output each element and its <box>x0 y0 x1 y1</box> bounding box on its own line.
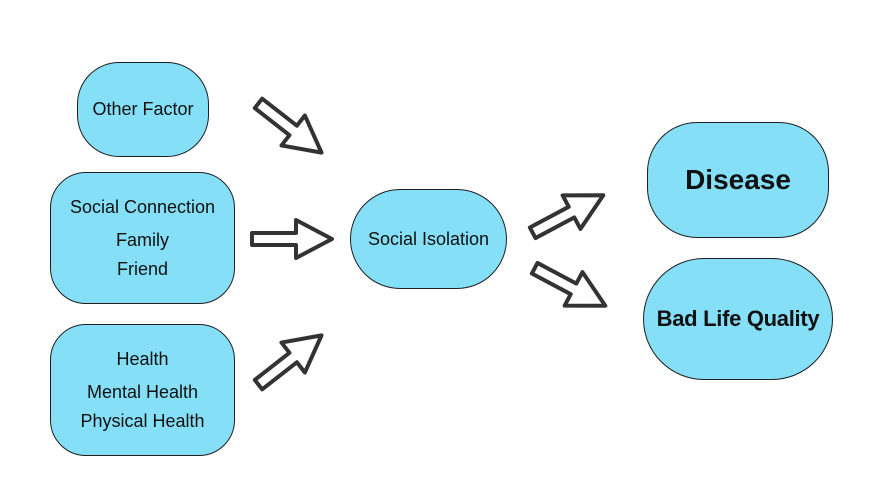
node-item: Physical Health <box>80 410 205 431</box>
arrow-other-to-isolation-icon <box>244 86 336 170</box>
node-title: Health <box>116 348 169 369</box>
node-label: Disease <box>685 164 791 195</box>
node-item: Mental Health <box>86 381 199 402</box>
node-label: Bad Life Quality <box>656 306 820 331</box>
node-social-connection: Social Connection Family Friend <box>50 172 235 304</box>
arrow-social-to-isolation-icon <box>250 218 334 260</box>
node-item: Friend <box>116 258 169 279</box>
arrow-isolation-to-disease-icon <box>524 178 612 249</box>
node-label: Other Factor <box>92 99 194 119</box>
arrow-health-to-isolation-icon <box>244 318 336 402</box>
arrow-isolation-to-quality-icon <box>526 251 614 322</box>
node-social-isolation: Social Isolation <box>350 189 507 289</box>
node-label: Social Isolation <box>367 228 490 249</box>
node-title: Social Connection <box>69 196 216 217</box>
node-bad-life-quality: Bad Life Quality <box>643 258 833 380</box>
node-disease: Disease <box>647 122 829 238</box>
node-other-factor: Other Factor <box>77 62 209 157</box>
node-health: Health Mental Health Physical Health <box>50 324 235 456</box>
node-item: Family <box>116 229 169 250</box>
